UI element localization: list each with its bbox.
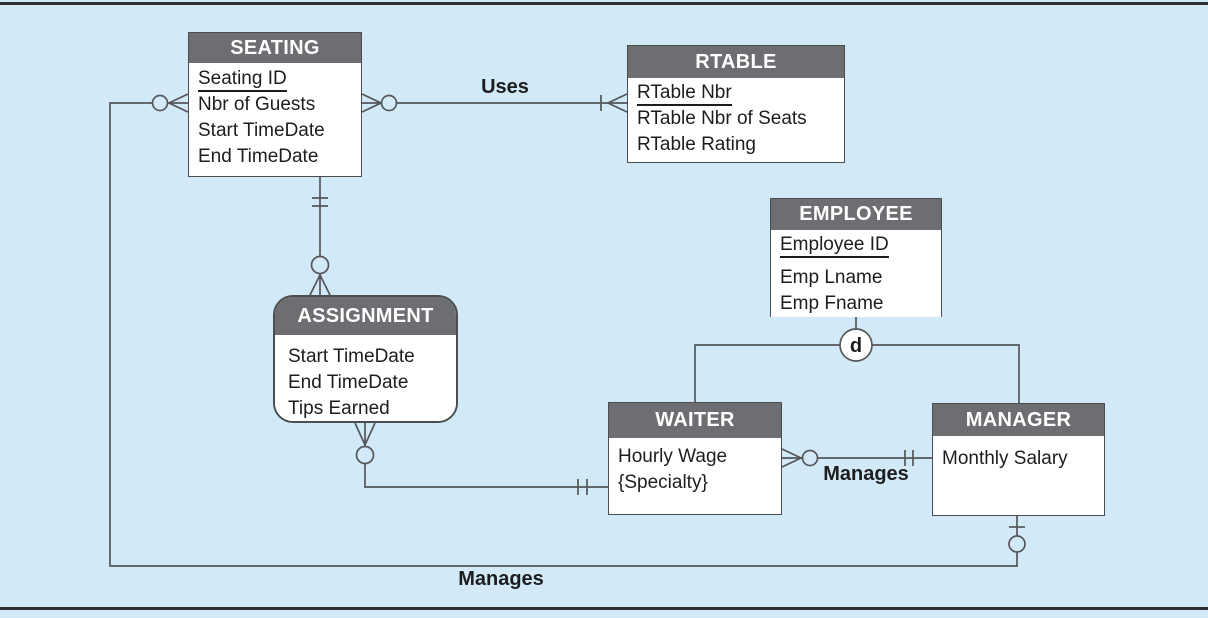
d-to-manager-line bbox=[872, 344, 1020, 403]
attribute-row: Emp Lname bbox=[780, 267, 883, 288]
optional-circle-icon bbox=[1008, 535, 1026, 553]
entity-waiter-attributes: Hourly Wage {Specialty} bbox=[609, 438, 781, 496]
attribute-row: End TimeDate bbox=[288, 372, 409, 393]
entity-seating-title: SEATING bbox=[189, 33, 361, 63]
exactly-one-bars-icon bbox=[312, 197, 328, 207]
entity-waiter-title: WAITER bbox=[609, 403, 781, 438]
attribute-row: Start TimeDate bbox=[288, 346, 415, 367]
attribute-row: RTable Rating bbox=[637, 134, 757, 155]
assignment-waiter-line bbox=[364, 423, 608, 488]
crows-foot-many-icon bbox=[781, 448, 803, 468]
disjoint-circle-icon bbox=[839, 328, 873, 362]
manages-waiter-relationship-label: Manages bbox=[823, 463, 909, 485]
entity-seating-attributes: Seating ID Nbr of Guests Start TimeDate … bbox=[189, 63, 361, 170]
attribute-row: Emp Fname bbox=[780, 293, 884, 314]
entity-assignment-attributes: Start TimeDate End TimeDate Tips Earned bbox=[275, 335, 456, 421]
attribute-row: Tips Earned bbox=[288, 398, 390, 419]
entity-assignment: ASSIGNMENT Start TimeDate End TimeDate T… bbox=[273, 295, 458, 423]
manages-seating-relationship-label: Manages bbox=[458, 568, 544, 590]
attribute-row: Seating ID bbox=[189, 66, 361, 92]
attribute-row: Employee ID bbox=[771, 232, 941, 258]
entity-manager: MANAGER Monthly Salary bbox=[932, 403, 1105, 516]
attribute-row: Nbr of Guests bbox=[198, 94, 316, 115]
entity-employee-attributes: Employee ID Emp Lname Emp Fname bbox=[771, 230, 941, 317]
assignment-waiter-connector bbox=[354, 422, 608, 495]
attribute-row: RTable Nbr of Seats bbox=[637, 108, 807, 129]
entity-waiter: WAITER Hourly Wage {Specialty} bbox=[608, 402, 782, 515]
exactly-one-bars-icon bbox=[577, 479, 588, 495]
attribute-row: {Specialty} bbox=[618, 472, 708, 493]
entity-employee-title: EMPLOYEE bbox=[771, 199, 941, 230]
seating-assignment-connector bbox=[309, 177, 331, 296]
crows-foot-many-icon bbox=[606, 93, 628, 113]
d-to-waiter-line bbox=[694, 344, 840, 402]
crows-foot-many-icon bbox=[309, 273, 331, 296]
optional-circle-icon bbox=[355, 445, 375, 465]
attribute-row: Monthly Salary bbox=[942, 448, 1068, 469]
crows-foot-many-icon bbox=[354, 422, 376, 448]
entity-rtable-attributes: RTable Nbr RTable Nbr of Seats RTable Ra… bbox=[628, 78, 844, 158]
crows-foot-many-icon bbox=[167, 93, 189, 113]
optional-circle-icon bbox=[380, 94, 398, 112]
optional-circle-icon bbox=[151, 94, 169, 112]
attribute-row: Hourly Wage bbox=[618, 446, 728, 467]
entity-assignment-title: ASSIGNMENT bbox=[275, 297, 456, 335]
top-border-rule bbox=[0, 2, 1208, 5]
uses-relationship-label: Uses bbox=[481, 76, 529, 98]
optional-circle-icon bbox=[310, 255, 330, 275]
attribute-row: End TimeDate bbox=[198, 146, 319, 167]
attribute-row: RTable Nbr bbox=[628, 80, 844, 106]
entity-employee: EMPLOYEE Employee ID Emp Lname Emp Fname bbox=[770, 198, 942, 317]
attribute-row: Start TimeDate bbox=[198, 120, 325, 141]
entity-rtable-title: RTABLE bbox=[628, 46, 844, 78]
entity-seating: SEATING Seating ID Nbr of Guests Start T… bbox=[188, 32, 362, 177]
entity-rtable: RTABLE RTable Nbr RTable Nbr of Seats RT… bbox=[627, 45, 845, 163]
disjoint-discriminator: d bbox=[850, 335, 862, 357]
supertype-subtype-connector: d bbox=[694, 317, 1020, 403]
entity-manager-title: MANAGER bbox=[933, 404, 1104, 436]
entity-manager-attributes: Monthly Salary bbox=[933, 436, 1104, 472]
crows-foot-many-icon bbox=[361, 93, 383, 113]
bottom-border-rule bbox=[0, 607, 1208, 610]
